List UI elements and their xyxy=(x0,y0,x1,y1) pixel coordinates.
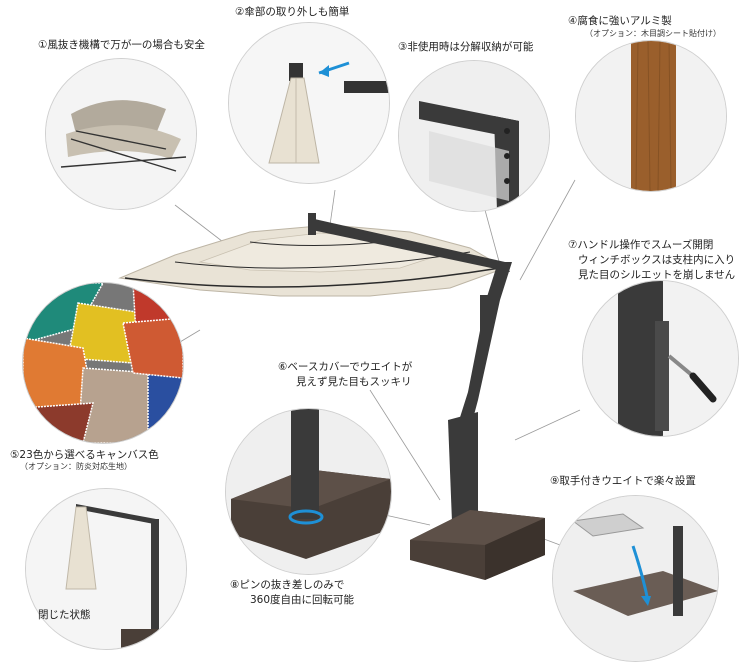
fabric-swatch xyxy=(23,337,94,414)
feature-8-label-line2: 360度自由に回転可能 xyxy=(250,594,355,606)
feature-8-label-line1: ⑧ピンの抜き差しのみで xyxy=(230,579,345,591)
feature-1-label: ①風抜き機構で万が一の場合も安全 xyxy=(38,39,205,51)
feature-4-label: ④腐食に強いアルミ製 xyxy=(568,15,672,27)
feature-3-label: ③非使用時は分解収納が可能 xyxy=(398,41,534,53)
feature-7-label-line2: ウィンチボックスは支柱内に入り xyxy=(578,254,736,266)
umbrella-canopy xyxy=(118,224,507,297)
rotate-arrow-icon xyxy=(288,509,324,525)
feature-7-label-line1: ⑦ハンドル操作でスムーズ開閉 xyxy=(568,239,714,251)
feature-6-label-line2: 見えず見た目もスッキリ xyxy=(296,376,412,388)
detail-circle-closed-state xyxy=(25,488,187,650)
feature-5-note: （オプション：防炎対応生地） xyxy=(20,462,132,471)
detail-circle-winch xyxy=(582,280,739,437)
feature-9-label: ⑨取手付きウエイトで楽々設置 xyxy=(550,475,696,487)
umbrella-base xyxy=(410,510,545,580)
feature-6-label-line1: ⑥ベースカバーでウエイトが xyxy=(278,361,413,373)
feature-5-label: ⑤23色から選べるキャンバス色 xyxy=(10,449,159,461)
detail-circle-color-swatches xyxy=(22,282,184,444)
closed-state-label: 閉じた状態 xyxy=(38,609,91,621)
umbrella-frame xyxy=(308,213,512,522)
feature-7-label-line3: 見た目のシルエットを崩しません xyxy=(578,269,736,281)
feature-4-note: （オプション：木目調シート貼付け） xyxy=(585,29,721,38)
fabric-swatch xyxy=(67,302,144,364)
fabric-swatch xyxy=(122,317,183,379)
detail-circle-weight xyxy=(552,495,719,662)
detail-circle-wind-vent xyxy=(45,58,197,210)
detail-circle-base-rotation xyxy=(225,408,392,575)
detail-circle-disassembly xyxy=(398,60,550,212)
detail-circle-canopy-removal xyxy=(228,22,390,184)
feature-2-label: ②傘部の取り外しも簡単 xyxy=(235,6,350,18)
detail-circle-aluminum-wood xyxy=(575,40,727,192)
